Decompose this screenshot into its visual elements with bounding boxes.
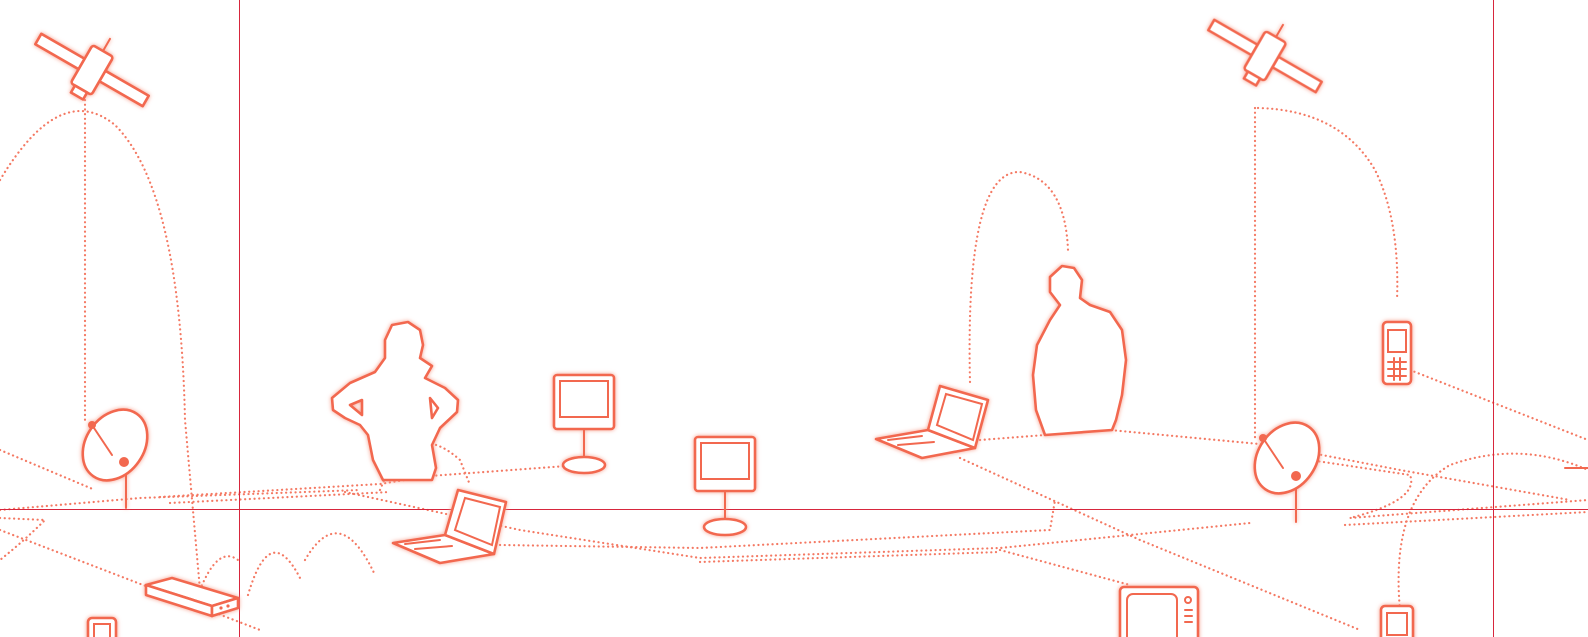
connection-lines [0,100,1588,630]
monitor-icon [695,437,755,535]
mobile-phone-icon [1381,606,1413,637]
laptop-icon [876,386,988,458]
person-silhouette-icon [332,322,458,480]
satellite-dish-icon [69,397,160,508]
mobile-phone-icon [88,618,116,637]
satellite-icon [23,8,163,127]
mobile-phone-icon [1383,322,1411,384]
laptop-icon [393,490,506,563]
person-silhouette-icon [1033,266,1126,435]
satellite-icon [1196,0,1336,113]
television-icon [1120,587,1198,637]
set-top-box-icon [146,578,238,616]
monitor-icon [554,375,614,473]
